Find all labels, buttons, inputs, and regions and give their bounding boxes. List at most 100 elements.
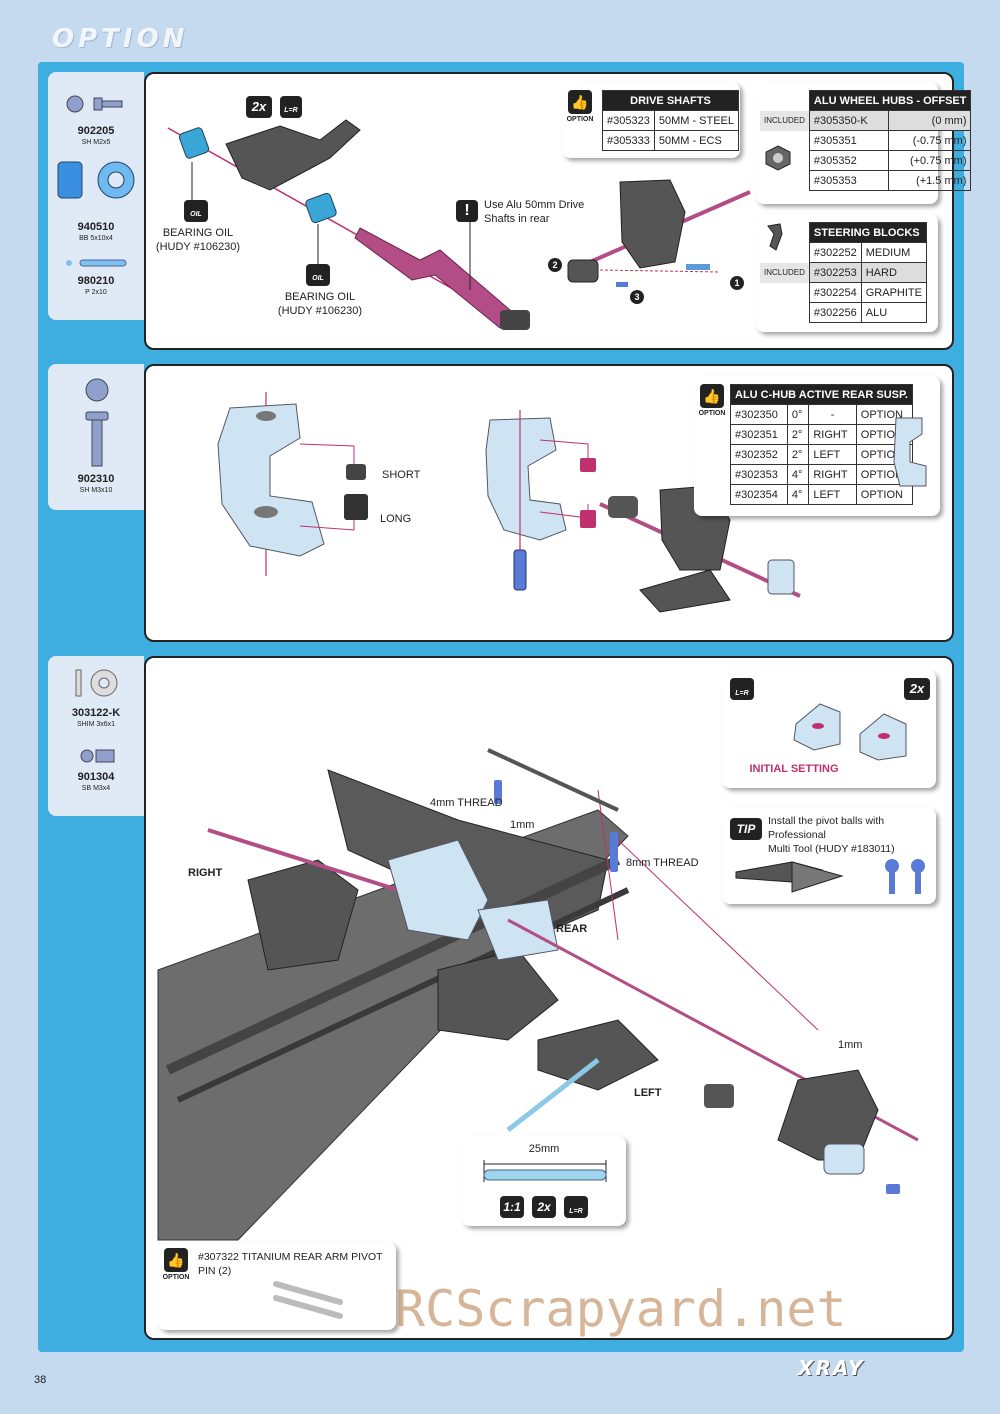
angle: 0° [786,404,810,425]
part-number: #302350 [730,404,788,425]
short-bushing-label: SHORT [382,469,421,481]
part-number: #302253 [808,262,862,283]
part-number: 901304 [77,771,115,783]
thread-4mm-label: 4mm THREAD [430,797,503,809]
bearing-940510-icon [57,161,135,199]
oil-drop-icon: OIL [306,264,330,286]
part-desc: SB M3x4 [81,785,111,792]
hudy-ref-text: (HUDY #106230) [277,305,363,317]
part-desc: (-0.75 mm) [887,130,972,151]
option-thumb-icon: 👍OPTION [162,1248,190,1281]
page-number: 38 [34,1374,47,1386]
step1-hub-assembly-drawing [567,179,751,287]
quantity-2x-badge: 2x [904,678,930,700]
watermark-text: RCScrapyard.net [395,1280,847,1338]
part-number: 940510 [77,221,115,233]
callout-3: 3 [630,290,644,304]
part-desc: (+1.5 mm) [887,170,972,191]
option-thumb-icon: 👍OPTION [698,384,726,417]
part-desc: (0 mm) [887,110,972,131]
side: RIGHT [808,424,857,445]
part-number: #302351 [730,424,788,445]
oil-drop-icon: OIL [184,200,208,222]
angle: 4° [786,484,810,505]
included-label: INCLUDED [760,262,810,283]
lr-badge: L=R [730,678,754,700]
tip-badge: TIP [730,818,762,840]
part-902310: 902310 SH M3x10 [48,474,144,496]
part-number: #305351 [808,130,889,151]
warning-icon: ! [456,200,478,222]
pivot-pin-size-box: 25mm 1:1 2x L=R [462,1136,626,1226]
note-line: Use Alu 50mm Drive [484,199,585,211]
part-desc: 50MM - STEEL [653,110,740,131]
steering-block-icon [767,223,783,251]
side: - [808,404,857,425]
table-title: ALU WHEEL HUBS - OFFSET [808,90,972,111]
part-number: #305352 [808,150,889,171]
step1-parts-panel: 902205 SH M2x5 940510 BB 5x10x4 980210 P… [48,72,144,320]
shim-1mm-label-a: 1mm [510,819,535,831]
table-title: ALU C-HUB ACTIVE REAR SUSP. [730,384,913,405]
part-desc: SH M3x10 [79,487,113,494]
pivot-pin-icon [483,1160,607,1182]
option-label: OPTION [162,1274,190,1281]
initial-setting-label: INITIAL SETTING [749,763,839,775]
step3-parts-panel: 303122-K SHIM 3x6x1 901304 SB M3x4 [48,656,144,816]
part-desc: MEDIUM [860,242,927,263]
table-title: DRIVE SHAFTS [601,90,740,111]
long-bushing-label: LONG [380,513,412,525]
tip-text: Install the pivot balls with Professiona… [768,814,936,856]
callout-1: 1 [730,276,744,290]
part-desc: SHIM 3x6x1 [76,721,116,728]
wheel-hub-icon [765,145,791,171]
step1-steering-assembly-drawing [167,119,530,330]
part-number: 303122-K [71,707,121,719]
angle: 2° [786,424,810,445]
wheel-hubs-table: ALU WHEEL HUBS - OFFSET INCLUDED#305350-… [760,90,972,191]
part-number: 902310 [77,473,115,485]
angle: 2° [786,444,810,465]
table-row: #305353(+1.5 mm) [760,170,972,191]
option-label: OPTION [698,410,726,417]
table-row: #305352(+0.75 mm) [760,150,972,171]
screw-901304-icon [80,749,115,763]
wheel-hubs-table-box: ALU WHEEL HUBS - OFFSET INCLUDED#305350-… [756,82,972,204]
thread-8mm-label: 8mm THREAD [626,857,699,869]
part-desc: 50MM - ECS [653,130,740,151]
lr-badge: L=R [280,96,302,118]
part-number: 902205 [77,125,115,137]
multi-tool-icon [735,859,925,894]
part-desc: (+0.75 mm) [887,150,972,171]
bearing-oil-text: BEARING OIL [162,227,234,239]
part-number: #302256 [808,302,862,323]
part-number: #305323 [602,110,655,131]
part-desc: HARD [860,262,927,283]
included-label: INCLUDED [760,110,810,131]
part-902205: 902205 SH M2x5 [48,126,144,148]
brand-logo: XRAY [798,1356,865,1380]
part-number: #305350-K [808,110,889,131]
titanium-pivot-pin-option-box: 👍OPTION #307322 TITANIUM REAR ARM PIVOT … [158,1242,396,1330]
quantity-2x-badge: 2x [532,1196,556,1218]
step2-parts-panel: 902310 SH M3x10 [48,364,144,510]
option-thumb-icon: 👍OPTION [566,90,594,123]
part-desc: BB 5x10x4 [79,235,113,242]
part-desc: SH M2x5 [81,139,111,146]
quantity-2x-badge: 2x [246,96,272,118]
part-number: 980210 [77,275,115,287]
angle: 4° [786,464,810,485]
table-row: INCLUDED#305350-K(0 mm) [760,110,972,131]
table-title: STEERING BLOCKS [808,222,927,243]
right-side-label: RIGHT [188,867,223,879]
